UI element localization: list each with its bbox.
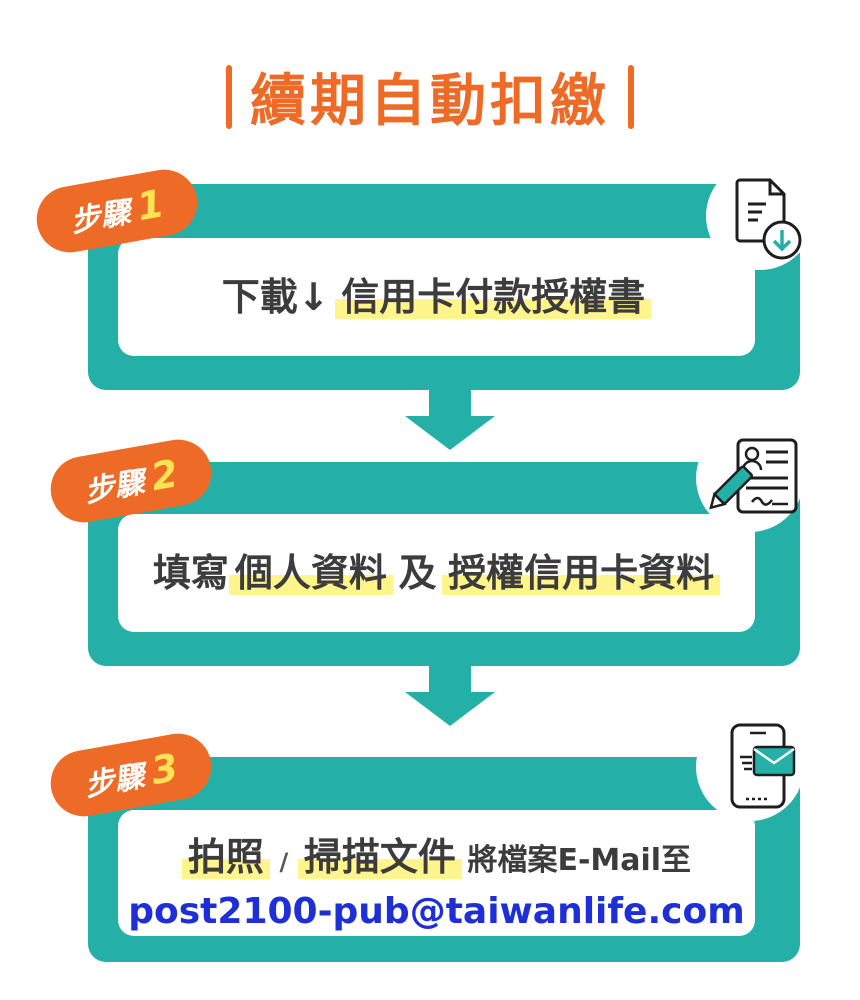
step-3-text-highlight2: 掃描文件 xyxy=(297,835,462,879)
step-2: 填寫個人資料 及 授權信用卡資料 xyxy=(88,424,804,666)
title-bar-left xyxy=(226,64,232,129)
step-3-number: 3 xyxy=(147,745,182,794)
step-2-number: 2 xyxy=(147,451,182,500)
step-1-text-plain: 下載↓ xyxy=(221,275,330,319)
down-arrow-icon xyxy=(405,388,495,450)
step-3: 拍照 / 掃描文件 將檔案E-Mail至 post2100-pub@taiwan… xyxy=(88,713,804,962)
step-1-icon-bubble xyxy=(706,162,814,270)
step-3-card: 拍照 / 掃描文件 將檔案E-Mail至 post2100-pub@taiwan… xyxy=(118,810,755,936)
step-1: 下載↓ 信用卡付款授權書 xyxy=(88,162,814,390)
title-text: 續期自動扣繳 xyxy=(250,69,610,134)
step-3-email[interactable]: post2100-pub@taiwanlife.com xyxy=(128,891,745,932)
form-sign-pen-icon xyxy=(709,438,798,514)
step-3-text-highlight1: 拍照 xyxy=(181,835,270,879)
document-download-icon xyxy=(735,178,802,260)
step-2-card: 填寫個人資料 及 授權信用卡資料 xyxy=(118,514,755,632)
step-1-prefix: 步驟 xyxy=(68,194,134,240)
step-2-text-plain1: 填寫 xyxy=(152,551,229,595)
step-1-text-highlight: 信用卡付款授權書 xyxy=(335,275,652,319)
step-2-text-highlight1: 個人資料 xyxy=(228,551,393,595)
step-1-number: 1 xyxy=(133,181,168,230)
step-3-icon-bubble xyxy=(696,713,804,821)
step-2-prefix: 步驟 xyxy=(82,464,148,510)
page-title: 續期自動扣繳 xyxy=(0,56,860,137)
title-bar-right xyxy=(628,64,634,129)
step-1-card: 下載↓ 信用卡付款授權書 xyxy=(118,238,755,356)
phone-email-icon xyxy=(730,723,796,809)
step-3-prefix: 步驟 xyxy=(82,758,148,804)
step-3-separator: / xyxy=(279,848,289,876)
down-arrow-icon-2 xyxy=(405,664,495,726)
step-2-icon-bubble xyxy=(696,424,804,532)
step-2-text-plain2: 及 xyxy=(398,551,437,595)
step-3-text-plain: 將檔案E-Mail至 xyxy=(467,843,692,878)
step-2-text-highlight2: 授權信用卡資料 xyxy=(442,551,721,595)
